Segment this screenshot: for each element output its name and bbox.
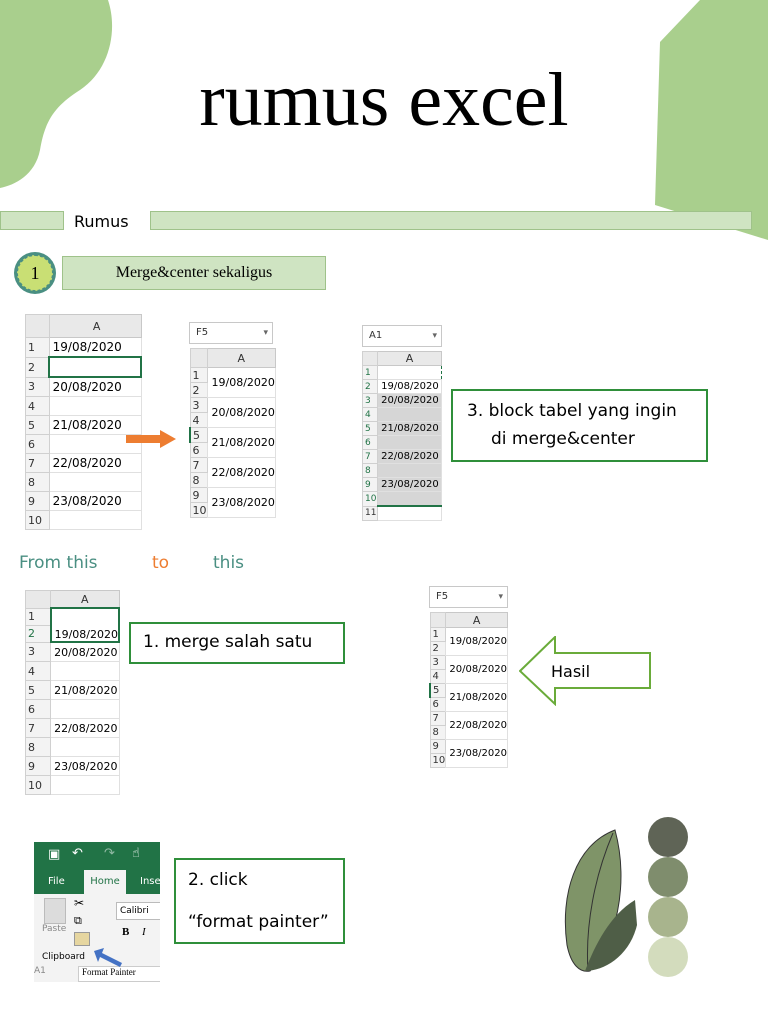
save-icon[interactable]: ▣ xyxy=(48,847,61,862)
corner-cell xyxy=(25,314,50,338)
tab-home[interactable]: Home xyxy=(84,870,126,894)
color-swatch xyxy=(648,937,688,977)
result-label: Hasil xyxy=(551,662,591,681)
color-swatch xyxy=(648,857,688,897)
spreadsheet-result: F5 A 119/08/2020 2 320/08/2020 4 521/08/… xyxy=(429,586,508,768)
arrow-left-callout xyxy=(519,636,651,706)
merged-cell: 22/08/2020 xyxy=(445,711,508,740)
from-this-label: From this xyxy=(19,553,98,573)
italic-button[interactable]: I xyxy=(142,926,146,938)
header-rule-left xyxy=(0,211,64,230)
name-box[interactable]: A1 xyxy=(34,966,46,976)
name-box[interactable]: A1 xyxy=(362,325,442,347)
copy-icon[interactable]: ⧉ xyxy=(74,914,82,927)
excel-ribbon: ▣ ↶ ↷ ☝ File Home Inse Paste ✂ ⧉ Calibri… xyxy=(34,842,160,982)
page-title: rumus excel xyxy=(199,58,569,142)
table-row: 2 xyxy=(25,356,142,378)
merged-cell: 22/08/2020 xyxy=(206,457,276,488)
pointer-arrow-icon xyxy=(94,948,122,967)
merged-cell: 23/08/2020 xyxy=(206,487,276,518)
column-header: A xyxy=(48,314,142,338)
format-painter-tooltip: Format Painter xyxy=(78,966,160,982)
font-name-box[interactable]: Calibri xyxy=(116,902,160,920)
callout-step-3: 3. block tabel yang ingin di merge&cente… xyxy=(451,389,708,462)
merged-cell: 21/08/2020 xyxy=(445,683,508,712)
touch-mode-icon[interactable]: ☝ xyxy=(132,846,140,861)
redo-icon[interactable]: ↷ xyxy=(104,846,115,861)
cut-icon[interactable]: ✂ xyxy=(74,896,85,910)
section-title: Merge&center sekaligus xyxy=(62,256,326,290)
leaf-illustration xyxy=(564,829,637,972)
color-swatch xyxy=(648,897,688,937)
merged-cell: 19/08/2020 xyxy=(445,627,508,656)
merged-cell: 19/08/2020 xyxy=(49,607,121,643)
bold-button[interactable]: B xyxy=(122,926,130,938)
spreadsheet-selected: A1 A 1 219/08/2020 320/08/2020 4 521/08/… xyxy=(361,325,442,521)
name-box[interactable]: F5 xyxy=(189,322,273,344)
merged-cell: 23/08/2020 xyxy=(445,739,508,768)
callout-step-2: 2. click “format painter” xyxy=(174,858,345,944)
undo-icon[interactable]: ↶ xyxy=(72,846,83,861)
tab-insert[interactable]: Inse xyxy=(140,876,160,887)
table-row: 8 xyxy=(25,472,142,492)
quick-access-toolbar: ▣ ↶ ↷ ☝ xyxy=(34,842,160,870)
header-label: Rumus xyxy=(74,212,129,231)
spreadsheet-merged: F5 A 119/08/2020 2 320/08/2020 4 521/08/… xyxy=(189,322,276,518)
merged-cell: 20/08/2020 xyxy=(206,397,276,428)
arrow-right-icon xyxy=(126,430,176,448)
tab-file[interactable]: File xyxy=(48,876,65,887)
to-label: to xyxy=(152,553,170,573)
header-rule-right xyxy=(150,211,752,230)
table-row: 10 xyxy=(25,510,142,530)
merged-cell: 19/08/2020 xyxy=(206,367,276,398)
color-swatch xyxy=(648,817,688,857)
merged-cell: 21/08/2020 xyxy=(206,427,276,458)
this-label: this xyxy=(213,553,245,573)
name-box[interactable]: F5 xyxy=(429,586,508,608)
callout-step-1: 1. merge salah satu xyxy=(129,622,345,664)
clipboard-group-label: Clipboard xyxy=(42,952,85,962)
table-row: 6 xyxy=(25,434,142,454)
section-number-badge: 1 xyxy=(14,252,56,294)
paste-label[interactable]: Paste xyxy=(42,924,67,934)
merged-cell: 20/08/2020 xyxy=(445,655,508,684)
decorative-hexagon-top-right xyxy=(655,0,768,240)
decorative-blob-top-left xyxy=(0,0,113,188)
paste-icon[interactable] xyxy=(44,898,66,924)
format-painter-icon[interactable] xyxy=(74,932,90,946)
section-number: 1 xyxy=(17,255,53,291)
table-row: 4 xyxy=(25,396,142,416)
